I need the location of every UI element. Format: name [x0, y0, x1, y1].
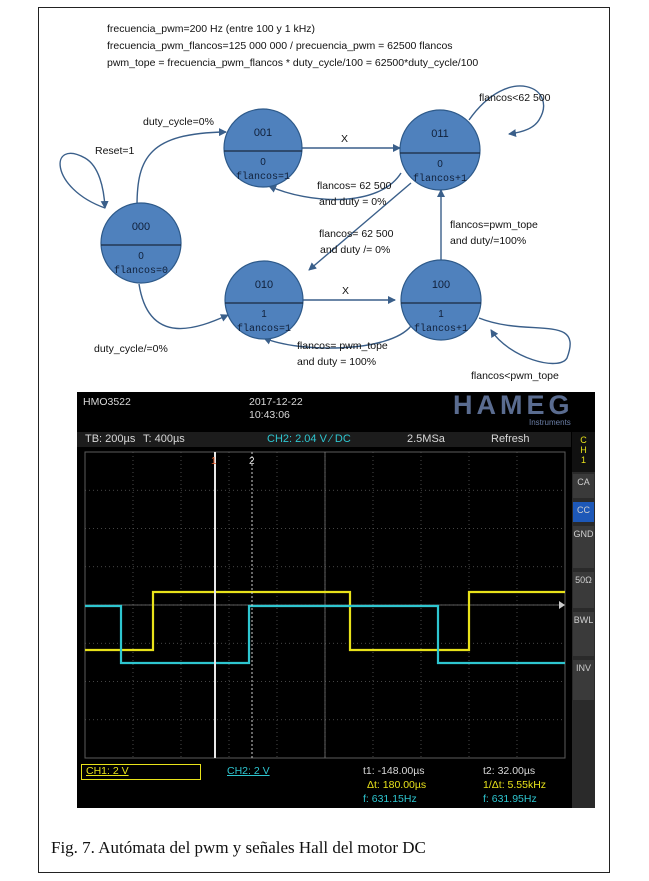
- state-000: 000 0 flancos=0: [100, 202, 182, 284]
- cursor-1-marker: 1: [211, 456, 217, 467]
- scope-time: 10:43:06: [249, 409, 290, 421]
- scope-side-button-ca[interactable]: CA: [573, 474, 594, 498]
- scope-mode: Refresh: [491, 433, 530, 445]
- state-100-action: flancos+1: [414, 323, 468, 335]
- header-line-2: frecuencia_pwm_flancos=125 000 000 / pre…: [107, 40, 453, 52]
- scope-side-tab[interactable]: CH1: [572, 432, 595, 472]
- scope-brand-sub: Instruments: [529, 418, 571, 427]
- state-001: 001 0 flancos=1: [223, 108, 303, 188]
- ch1-trace: [85, 590, 565, 652]
- figure-caption: Fig. 7. Autómata del pwm y señales Hall …: [51, 838, 426, 857]
- label-back-bottom-1: flancos= pwm_tope: [297, 340, 388, 352]
- state-010-output: 1: [261, 309, 267, 320]
- scope-t1: t1: -148.00µs: [363, 765, 425, 777]
- header-line-1: frecuencia_pwm=200 Hz (entre 100 y 1 kHz…: [107, 23, 315, 35]
- state-100: 100 1 flancos+1: [400, 259, 482, 341]
- state-010-name: 010: [255, 279, 273, 291]
- cursor-2-marker: 2: [249, 456, 255, 467]
- scope-dt: Δt: 180.00µs: [367, 779, 427, 791]
- arrow-reset: [59, 152, 109, 209]
- ch2-trace: [85, 604, 565, 665]
- scope-f1: f: 631.15Hz: [363, 793, 417, 805]
- label-up-right-2: and duty/=100%: [450, 235, 526, 247]
- label-flancos-lt-pwm: flancos<pwm_tope: [471, 370, 559, 382]
- state-011-name: 011: [431, 128, 449, 140]
- state-001-name: 001: [254, 127, 272, 139]
- state-011-action: flancos+1: [413, 173, 467, 185]
- arrow-011-001: [268, 172, 402, 201]
- scope-side-tab-label: CH1: [580, 435, 587, 465]
- trigger-level-marker: [559, 601, 565, 609]
- scope-date: 2017-12-22: [249, 396, 303, 408]
- scope-ch2-setting: CH2: 2.04 V ∕ DC: [267, 433, 351, 445]
- state-001-output: 0: [260, 157, 266, 168]
- scope-side-button-cc[interactable]: CC: [573, 502, 594, 522]
- scope-timebase: TB: 200µs: [85, 433, 136, 445]
- state-000-name: 000: [132, 221, 150, 233]
- scope-side-button-inv[interactable]: INV: [573, 660, 594, 700]
- scope-sample-rate: 2.5MSa: [407, 433, 445, 445]
- label-duty-nonzero: duty_cycle/=0%: [94, 343, 168, 355]
- state-000-action: flancos=0: [114, 265, 168, 277]
- state-010: 010 1 flancos=1: [224, 260, 304, 340]
- label-back-bottom-2: and duty = 100%: [297, 356, 376, 368]
- label-diag-2: and duty /= 0%: [320, 244, 390, 256]
- scope-brand-logo: HAMEG: [453, 392, 574, 420]
- scope-side-button-gnd[interactable]: GND: [573, 526, 594, 568]
- label-up-right-1: flancos=pwm_tope: [450, 219, 538, 231]
- scope-side-button-50[interactable]: 50Ω: [573, 572, 594, 608]
- scope-f2: f: 631.95Hz: [483, 793, 537, 805]
- state-100-output: 1: [438, 309, 444, 320]
- scope-ch1-box-label: CH1: 2 V: [86, 765, 129, 777]
- arrow-duty-nonzero: [138, 283, 229, 330]
- scope-inv-dt: 1/Δt: 5.55kHz: [483, 779, 547, 791]
- label-diag-1: flancos= 62 500: [319, 228, 394, 240]
- arrow-011-self: [468, 85, 545, 138]
- state-010-action: flancos=1: [237, 323, 291, 335]
- state-000-output: 0: [138, 251, 144, 262]
- arrow-100-self: [478, 317, 571, 365]
- state-011-output: 0: [437, 159, 443, 170]
- label-back-top-2: and duty = 0%: [319, 196, 386, 208]
- label-reset: Reset=1: [95, 145, 135, 157]
- scope-trigger-time: T: 400µs: [143, 433, 185, 445]
- scope-t2: t2: 32.00µs: [483, 765, 536, 777]
- state-001-action: flancos=1: [236, 171, 290, 183]
- label-x-top: X: [341, 133, 348, 145]
- header-line-3: pwm_tope = frecuencia_pwm_flancos * duty…: [107, 57, 478, 69]
- oscilloscope-screen: HMO3522 2017-12-22 10:43:06 HAMEG Instru…: [77, 392, 595, 808]
- scope-side-button-bwl[interactable]: BWL: [573, 612, 594, 656]
- arrow-100-010: [263, 325, 412, 349]
- label-duty-zero: duty_cycle=0%: [143, 116, 214, 128]
- arrow-011-010: [308, 182, 412, 271]
- state-100-name: 100: [432, 279, 450, 291]
- scope-model: HMO3522: [83, 396, 131, 408]
- scope-side-buttons: CA CC GND 50Ω BWL INV: [573, 474, 594, 704]
- state-011: 011 0 flancos+1: [399, 109, 481, 191]
- state-diagram: frecuencia_pwm=200 Hz (entre 100 y 1 kHz…: [59, 23, 571, 382]
- label-x-bottom: X: [342, 285, 349, 297]
- arrow-duty-zero: [136, 128, 227, 207]
- scope-ch2-box-label[interactable]: CH2: 2 V: [227, 765, 270, 777]
- label-back-top-1: flancos= 62 500: [317, 180, 392, 192]
- label-flancos-lt-62500: flancos<62 500: [479, 92, 551, 104]
- scope-ch1-box[interactable]: CH1: 2 V: [81, 764, 201, 780]
- scope-status-bar: [77, 432, 571, 447]
